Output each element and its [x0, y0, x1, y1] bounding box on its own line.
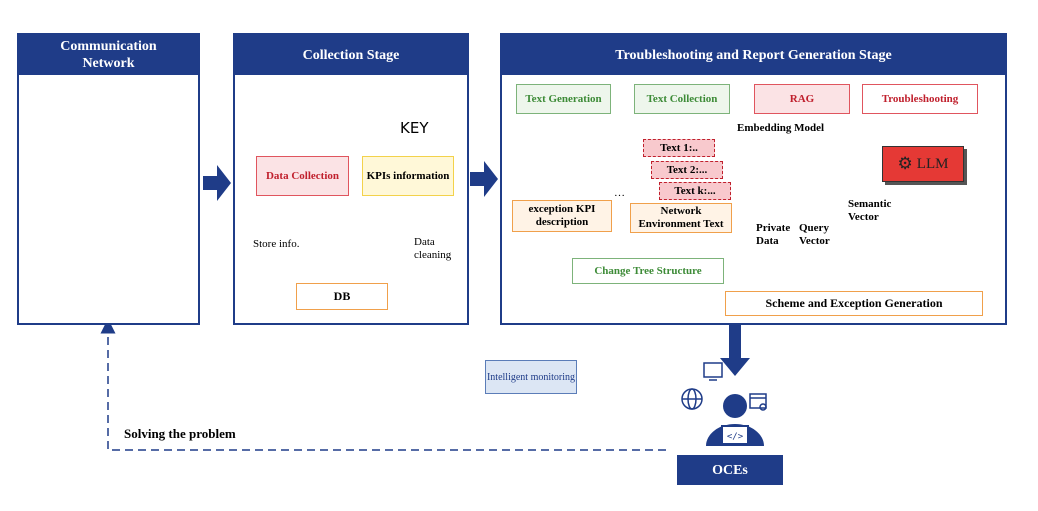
exception-kpi-box: exception KPI description — [512, 200, 612, 232]
panel-title: Communication Network — [19, 35, 198, 75]
semantic-vector-label: Semantic Vector — [848, 198, 892, 223]
data-collection-box: Data Collection — [256, 156, 349, 196]
stage-arrow-2 — [470, 161, 498, 197]
text-k-box: Text k:... — [659, 182, 731, 200]
kpis-information-box: KPIs information — [362, 156, 454, 196]
globe-icon — [681, 388, 703, 410]
llm-label: LLM — [916, 155, 949, 172]
troubleshooting-box: Troubleshooting — [862, 84, 978, 114]
llm-logo-icon: ⚙ — [897, 153, 913, 174]
key-label: KEY — [400, 119, 429, 137]
svg-text:</>: </> — [727, 432, 744, 442]
private-data-label: Private Data — [756, 222, 791, 247]
communication-network-panel: Communication Network — [17, 33, 200, 325]
down-arrow — [720, 320, 750, 376]
scheme-generation-box: Scheme and Exception Generation — [725, 291, 983, 316]
panel-title: Collection Stage — [235, 35, 467, 75]
rag-box: RAG — [754, 84, 850, 114]
ellipsis-label: … — [614, 187, 625, 199]
browser-search-icon — [749, 393, 767, 411]
troubleshooting-panel: Troubleshooting and Report Generation St… — [500, 33, 1007, 325]
llm-box: ⚙ LLM — [882, 146, 964, 182]
network-environment-box: Network Environment Text — [630, 203, 732, 233]
monitor-settings-icon — [703, 362, 723, 381]
text-1-box: Text 1:.. — [643, 139, 715, 157]
panel-title: Troubleshooting and Report Generation St… — [502, 35, 1005, 75]
oces-box: OCEs — [677, 455, 783, 485]
stage-arrow-1 — [203, 165, 231, 201]
engineer-icon: </> — [706, 394, 764, 446]
data-cleaning-label: Data cleaning — [414, 236, 452, 261]
query-vector-label: Query Vector — [799, 222, 830, 247]
store-info-label: Store info. — [253, 238, 300, 250]
change-tree-box: Change Tree Structure — [572, 258, 724, 284]
text-generation-box: Text Generation — [516, 84, 611, 114]
intelligent-monitoring-box: Intelligent monitoring — [485, 360, 577, 394]
text-collection-box: Text Collection — [634, 84, 730, 114]
solving-problem-label: Solving the problem — [124, 426, 236, 441]
text-2-box: Text 2:... — [651, 161, 723, 179]
embedding-model-label: Embedding Model — [737, 122, 825, 134]
db-box: DB — [296, 283, 388, 310]
